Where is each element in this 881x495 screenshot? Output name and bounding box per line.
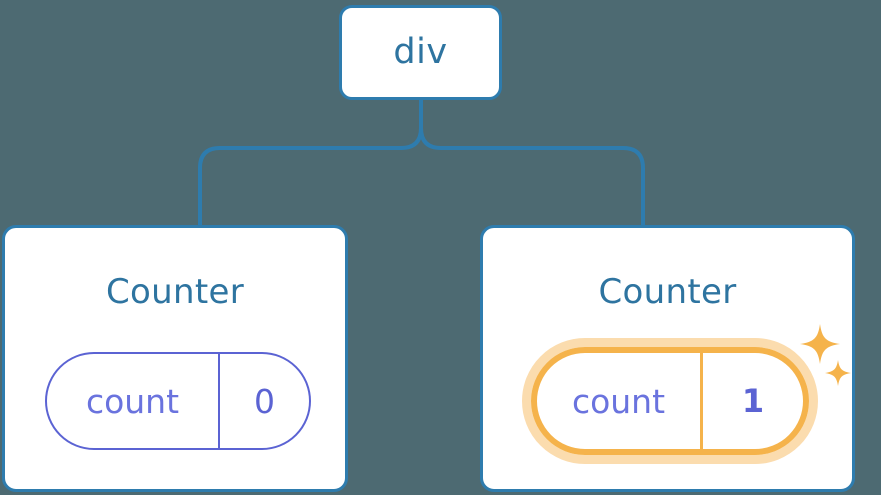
- node-root-div[interactable]: div: [339, 5, 502, 100]
- state-value-label: 0: [254, 381, 275, 421]
- state-pill-left[interactable]: count 0: [45, 352, 311, 450]
- state-pill-right-key-cell: count: [537, 353, 703, 449]
- state-pill-right[interactable]: count 1: [522, 338, 818, 464]
- state-pill-left-key-cell: count: [47, 354, 220, 448]
- sparkle-icon-small: [825, 360, 851, 386]
- node-counter-right-title: Counter: [598, 272, 737, 312]
- sparkle-icon-group: [800, 324, 851, 386]
- state-pill-right-inner[interactable]: count 1: [531, 347, 809, 455]
- state-pill-right-value-cell: 1: [703, 353, 803, 449]
- state-key-label: count: [571, 381, 666, 421]
- node-counter-left[interactable]: Counter count 0: [2, 225, 348, 492]
- state-value-label: 1: [741, 382, 765, 420]
- node-root-label: div: [393, 32, 448, 72]
- node-counter-right[interactable]: Counter count 1: [480, 225, 855, 492]
- node-counter-left-title: Counter: [106, 272, 244, 312]
- state-pill-left-value-cell: 0: [220, 354, 309, 448]
- sparkle-icon-large: [800, 324, 840, 364]
- state-pill-right-glow: [522, 338, 818, 464]
- state-key-label: count: [85, 381, 180, 421]
